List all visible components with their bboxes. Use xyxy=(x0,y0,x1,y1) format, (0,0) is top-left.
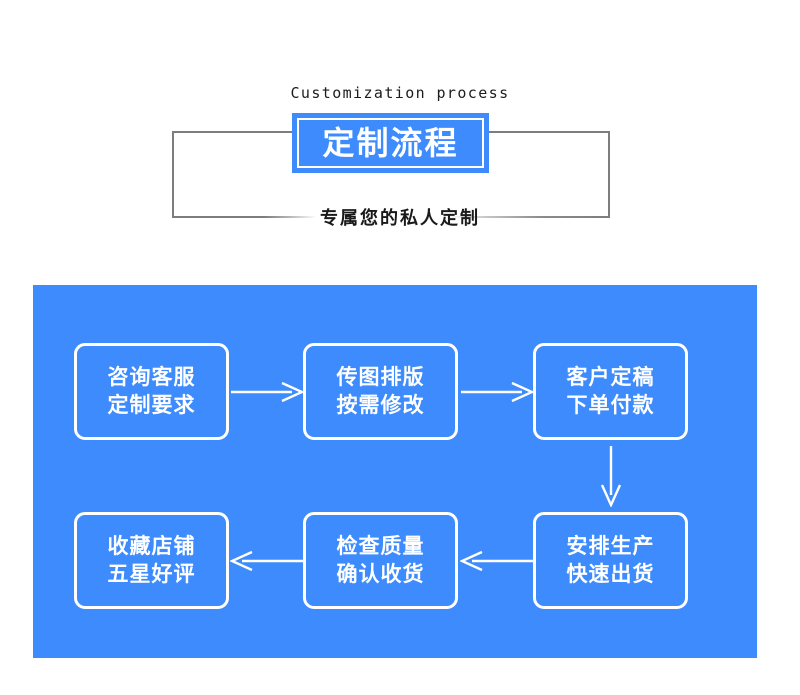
page-title-badge-inner-border xyxy=(297,118,484,168)
flow-step-4: 安排生产 快速出货 xyxy=(533,512,688,609)
header-decorative-frame-bottom xyxy=(172,216,610,218)
flow-step-2-line1: 传图排版 xyxy=(336,365,425,389)
arrow-right-icon-1 xyxy=(231,381,304,403)
flow-step-2-line2: 按需修改 xyxy=(336,393,425,417)
header-eyebrow-text: Customization process xyxy=(290,84,510,102)
flow-step-2: 传图排版 按需修改 xyxy=(303,343,458,440)
flow-step-6-line2: 五星好评 xyxy=(107,562,196,586)
header-subtitle: 专属您的私人定制 xyxy=(320,208,480,228)
flow-step-6-line1: 收藏店铺 xyxy=(107,534,196,558)
arrow-left-icon-5 xyxy=(230,550,303,572)
flow-step-3-line2: 下单付款 xyxy=(566,393,655,417)
customization-flow-panel: 咨询客服 定制要求 传图排版 按需修改 客户定稿 下单付款 安排生产 快速出货 … xyxy=(33,285,757,658)
flow-step-1-line1: 咨询客服 xyxy=(107,365,196,389)
flow-step-3: 客户定稿 下单付款 xyxy=(533,343,688,440)
flow-step-4-line1: 安排生产 xyxy=(566,534,655,558)
arrow-down-icon-3 xyxy=(600,446,622,507)
arrow-right-icon-2 xyxy=(461,381,534,403)
flow-step-6: 收藏店铺 五星好评 xyxy=(74,512,229,609)
flow-step-5-line2: 确认收货 xyxy=(336,562,425,586)
flow-step-1-line2: 定制要求 xyxy=(107,393,196,417)
page-title: 定制流程 xyxy=(322,125,459,161)
flow-step-4-line2: 快速出货 xyxy=(566,562,655,586)
flow-step-5-line1: 检查质量 xyxy=(336,534,425,558)
header-section: Customization process 定制流程 专属您的私人定制 xyxy=(0,0,800,265)
flow-step-3-line1: 客户定稿 xyxy=(566,365,655,389)
flow-step-1: 咨询客服 定制要求 xyxy=(74,343,229,440)
flow-step-5: 检查质量 确认收货 xyxy=(303,512,458,609)
arrow-left-icon-4 xyxy=(460,550,533,572)
page-title-badge: 定制流程 xyxy=(292,113,489,173)
